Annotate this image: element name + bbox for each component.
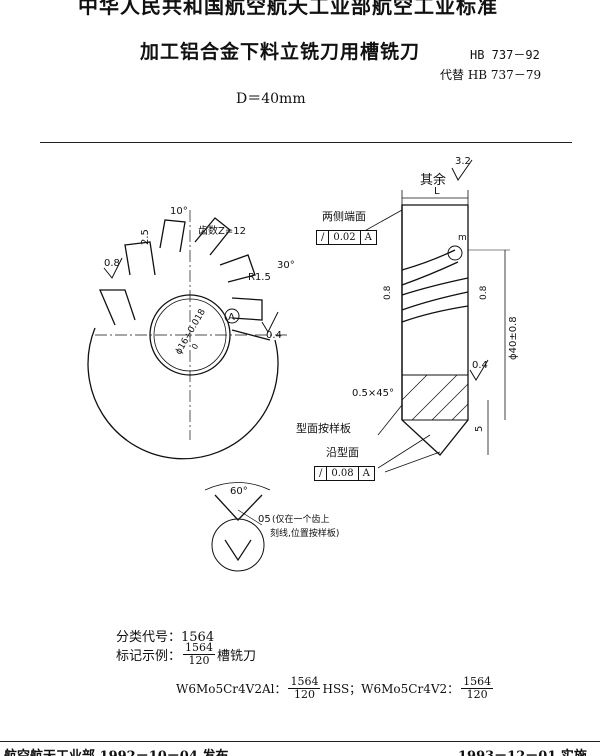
label-chamfer: 0.5×45° — [352, 388, 394, 399]
label-2-5: 2.5 — [140, 229, 151, 245]
mat1-den: 120 — [293, 688, 315, 702]
label-both-ends: 两侧端面 — [322, 210, 366, 223]
marking-num: 1564 — [183, 641, 216, 656]
label-10deg: 10° — [170, 206, 188, 217]
label-phi40: ϕ40±0.8 — [508, 316, 519, 360]
mat2-fraction: 1564 120 — [461, 675, 494, 702]
label-profile-template: 型面按样板 — [296, 421, 351, 435]
label-05: 05 — [258, 514, 271, 525]
marking-label: 标记示例： — [116, 649, 182, 665]
label-along-profile: 沿型面 — [326, 445, 359, 459]
label-0-8-b: 0.8 — [479, 285, 489, 300]
standard-number: HB 737－92 — [470, 48, 540, 62]
classification-code: 分类代号：1564 — [116, 630, 215, 645]
effective-date: 1993－12－01 实施 — [458, 745, 587, 756]
marking-suffix: 槽铣刀 — [217, 649, 257, 665]
label-L: L — [434, 186, 440, 197]
note-line1: (仅在一个齿上 — [272, 513, 330, 525]
mat1-num: 1564 — [288, 675, 321, 690]
footer-divider — [0, 741, 600, 742]
label-30deg: 30° — [277, 260, 295, 271]
label-bore-tol: 0 — [190, 342, 200, 351]
standard-header: 中华人民共和国航空航天工业部航空工业标准 — [78, 0, 498, 18]
fcf-ends: / 0.02 A — [316, 225, 377, 245]
label-0-4-bore: 0.4 — [266, 330, 282, 341]
label-r1-5: R1.5 — [248, 272, 271, 283]
marking-fraction: 1564 120 — [183, 641, 216, 668]
mat1-prefix: W6Mo5Cr4V2Al： — [176, 682, 287, 697]
label-5: 5 — [474, 426, 485, 432]
label-0-8-left: 0.8 — [104, 258, 120, 269]
label-datum-a: A — [228, 312, 235, 323]
page-title: 加工铝合金下料立铣刀用槽铣刀 — [140, 41, 421, 63]
fcf-ends-symbol: / — [317, 231, 330, 244]
header-divider — [40, 142, 572, 143]
mat2-num: 1564 — [461, 675, 494, 690]
label-rest-val: 3.2 — [455, 156, 471, 167]
label-0-8-a: 0.8 — [383, 285, 393, 300]
note-line2: 刻线,位置按样板) — [270, 527, 339, 539]
label-rest: 其余 — [420, 172, 446, 188]
fcf-profile-datum: A — [362, 468, 370, 479]
fcf-ends-datum: A — [364, 232, 372, 243]
mat1-fraction: 1564 120 — [288, 675, 321, 702]
diameter-spec: D＝40mm — [236, 91, 306, 107]
label-0-4-side: 0.4 — [472, 360, 488, 371]
issued-date: 航空航天工业部 1992－10－04 发布 — [4, 745, 228, 756]
label-bore: ϕ16+0.018 — [174, 307, 208, 356]
fcf-profile-value: 0.08 — [327, 467, 359, 480]
fcf-profile-symbol: / — [315, 467, 328, 480]
label-teeth: 齿数Z=12 — [198, 224, 246, 237]
fcf-profile: / 0.08 A — [314, 461, 375, 481]
mat2-den: 120 — [466, 688, 488, 702]
mat1-suffix: HSS；W6Mo5Cr4V2： — [322, 682, 460, 697]
marking-example: 标记示例： 1564 120 槽铣刀 — [116, 641, 257, 668]
fcf-ends-value: 0.02 — [329, 231, 361, 244]
replaces-standard: 代替 HB 737－79 — [440, 68, 542, 82]
label-60deg: 60° — [230, 486, 248, 497]
marking-den: 120 — [188, 654, 210, 668]
material-marking-row: W6Mo5Cr4V2Al： 1564 120 HSS；W6Mo5Cr4V2： 1… — [176, 675, 495, 702]
cutter-drawing: 10° 齿数Z=12 2.5 0.8 30° R1.5 ϕ16+0.018 0 … — [87, 156, 519, 572]
label-m: m — [458, 233, 467, 243]
